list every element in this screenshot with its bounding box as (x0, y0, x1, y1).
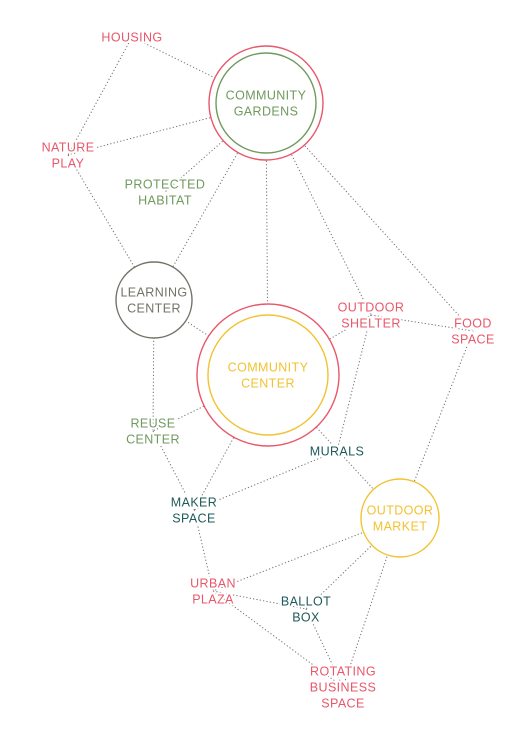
outdoor-market-outer-ring (360, 478, 440, 558)
edge-outdoor-market-to-rotating-business-space (342, 517, 401, 688)
node-label-reuse-center: REUSE CENTER (126, 417, 180, 447)
node-label-community-center: COMMUNITY CENTER (228, 361, 309, 391)
node-label-food-space: FOOD SPACE (451, 317, 494, 347)
community-gardens-inner-ring (215, 52, 317, 154)
edge-housing-to-community-gardens (131, 36, 267, 104)
edge-reuse-center-to-maker-space (152, 430, 195, 511)
node-label-line: SPACE (172, 512, 215, 526)
node-label-line: LEARNING (120, 286, 187, 300)
edge-maker-space-to-urban-plaza (193, 509, 214, 592)
node-label-community-gardens: COMMUNITY GARDENS (226, 89, 307, 119)
edge-urban-plaza-to-ballot-box (212, 590, 307, 610)
node-label-line: OUTDOOR (338, 301, 405, 315)
edge-learning-center-to-reuse-center (152, 299, 155, 432)
node-label-line: MARKET (373, 520, 428, 534)
node-label-nature-play: NATURE PLAY (42, 141, 95, 171)
node-label-line: BUSINESS (310, 681, 376, 695)
node-label-line: OUTDOOR (367, 504, 434, 518)
edge-outdoor-market-to-urban-plaza (212, 517, 401, 592)
node-label-line: CENTER (127, 302, 181, 316)
node-label-line: PLAY (52, 157, 85, 171)
node-label-line: GARDENS (234, 105, 299, 119)
node-label-line: COMMUNITY (226, 89, 307, 103)
node-labels: HOUSING COMMUNITY GARDENS NATURE PLAY PROTECT… (40, 29, 497, 713)
node-label-line: SPACE (451, 333, 494, 347)
node-label-urban-plaza: URBAN PLAZA (190, 577, 236, 607)
node-label-line: HOUSING (101, 31, 162, 45)
community-center-inner-ring (207, 314, 329, 436)
node-label-outdoor-market: OUTDOOR MARKET (367, 504, 434, 534)
node-label-line: FOOD (454, 317, 492, 331)
node-label-learning-center: LEARNING CENTER (120, 286, 187, 316)
node-label-line: BALLOT (281, 595, 331, 609)
node-label-protected-habitat: PROTECTED HABITAT (125, 178, 206, 208)
edge-outdoor-market-to-ballot-box (305, 517, 401, 610)
node-label-line: HABITAT (138, 194, 192, 208)
node-label-ballot-box: BALLOT BOX (281, 595, 331, 625)
node-label-line: PLAZA (192, 593, 234, 607)
node-label-line: MURALS (310, 445, 365, 459)
node-label-line: ROTATING (310, 665, 376, 679)
edge-outdoor-shelter-to-food-space (370, 314, 474, 332)
node-label-line: MAKER (171, 496, 217, 510)
node-label-murals: MURALS (310, 445, 365, 459)
node-circles (115, 45, 440, 558)
edge-outdoor-shelter-to-murals (336, 314, 372, 452)
node-label-line: NATURE (42, 141, 95, 155)
node-label-outdoor-shelter: OUTDOOR SHELTER (338, 301, 405, 331)
node-label-line: CENTER (126, 433, 180, 447)
node-label-line: URBAN (190, 577, 236, 591)
node-label-line: SPACE (321, 697, 364, 711)
node-label-line: PROTECTED (125, 178, 206, 192)
node-label-line: REUSE (130, 417, 175, 431)
node-label-housing: HOUSING (101, 31, 162, 45)
learning-center-outer-ring (115, 261, 193, 339)
node-label-line: COMMUNITY (228, 361, 309, 375)
edge-community-center-to-outdoor-shelter (267, 314, 372, 376)
node-label-rotating-business-space: ROTATING BUSINESS SPACE (310, 665, 376, 711)
node-label-maker-space: MAKER SPACE (171, 496, 217, 526)
node-label-line: BOX (292, 611, 320, 625)
edge-ballot-box-to-rotating-business-space (305, 608, 344, 688)
node-label-line: SHELTER (341, 317, 401, 331)
node-label-line: CENTER (241, 377, 295, 391)
edge-housing-to-nature-play (67, 36, 133, 156)
